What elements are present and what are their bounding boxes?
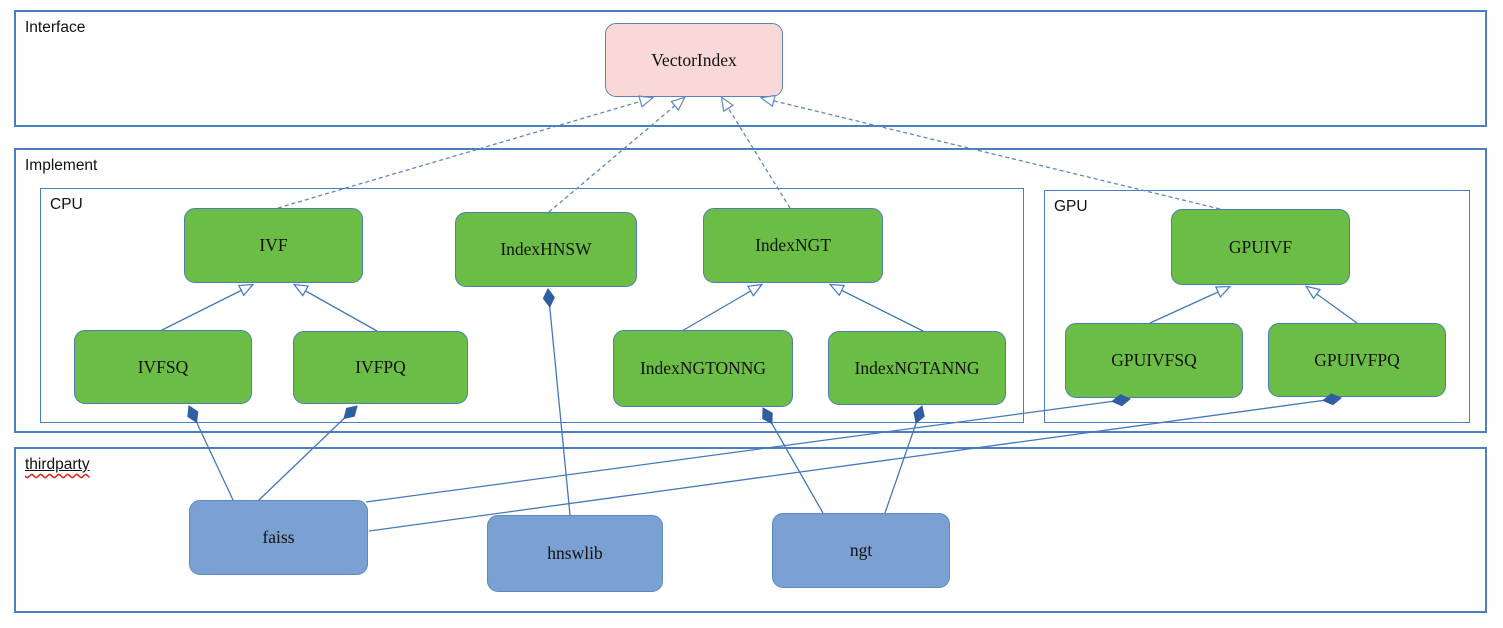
node-vectorindex-label: VectorIndex [651,49,737,70]
node-ivf-label: IVF [259,235,288,255]
node-indexngtanng-label: IndexNGTANNG [854,357,980,378]
node-gpuivfsq: GPUIVFSQ [1065,323,1243,398]
node-ivfsq-label: IVFSQ [137,356,189,377]
spellcheck-squiggle: thirdparty [25,456,90,473]
node-faiss: faiss [189,500,368,575]
node-indexngtonng-label: IndexNGTONNG [639,358,767,378]
node-vectorindex: VectorIndex [605,23,783,97]
node-indexngt-label: IndexNGT [755,235,831,255]
container-interface-label: Interface [25,19,86,36]
node-gpuivf-label: GPUIVF [1228,236,1293,257]
node-ngt: ngt [772,513,950,588]
node-ivfpq-label: IVFPQ [355,357,406,377]
node-indexhnsw-label: IndexHNSW [500,239,592,259]
container-thirdparty-label: thirdparty [25,456,90,474]
node-ivfsq: IVFSQ [74,330,252,404]
node-indexngt: IndexNGT [703,208,883,283]
node-indexngtanng: IndexNGTANNG [828,331,1006,405]
node-hnswlib: hnswlib [487,515,663,592]
container-gpu-label: GPU [1054,198,1088,215]
node-gpuivfpq-label: GPUIVFPQ [1314,349,1400,370]
node-hnswlib-label: hnswlib [547,543,603,563]
container-cpu-label: CPU [50,196,83,213]
node-indexngtonng: IndexNGTONNG [613,330,793,407]
node-gpuivf: GPUIVF [1171,209,1350,285]
container-implement-label: Implement [25,157,98,174]
node-gpuivfpq: GPUIVFPQ [1268,323,1446,397]
node-faiss-label: faiss [262,527,295,547]
node-gpuivfsq-label: GPUIVFSQ [1111,350,1197,370]
node-ngt-label: ngt [849,540,873,560]
node-ivfpq: IVFPQ [293,331,468,404]
node-ivf: IVF [184,208,363,283]
node-indexhnsw: IndexHNSW [455,212,637,287]
